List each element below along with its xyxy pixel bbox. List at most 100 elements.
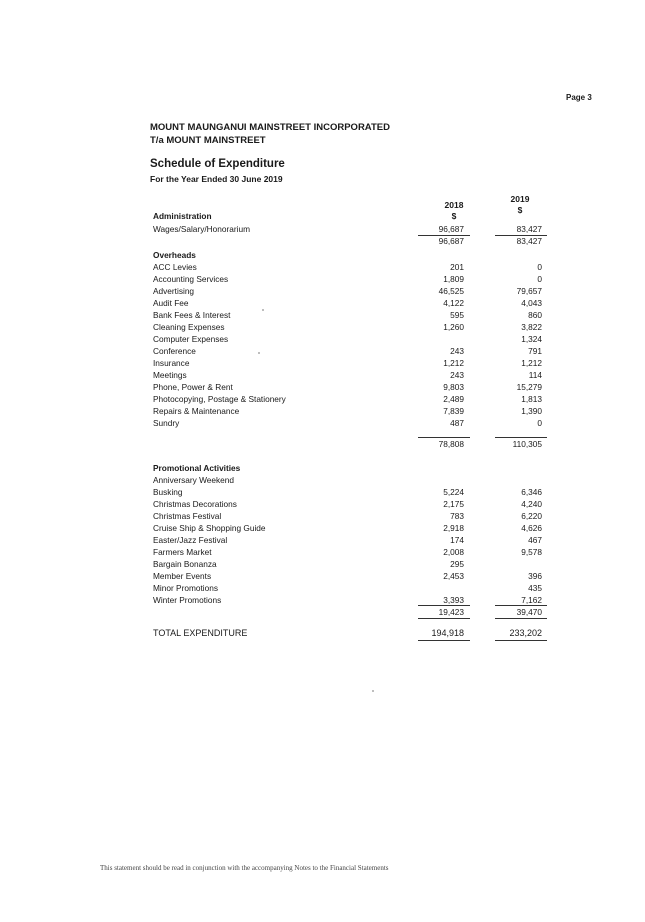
section-heading-administration: Administration <box>0 210 645 222</box>
total-label: TOTAL EXPENDITURE <box>153 628 248 638</box>
organisation-name: MOUNT MAUNGANUI MAINSTREET INCORPORATED <box>150 122 390 133</box>
column-unit-2019: $ <box>517 205 523 215</box>
value-2018: 3,393 <box>443 595 464 605</box>
scan-speck <box>372 690 374 692</box>
column-unit-2018: $ <box>451 211 457 221</box>
table-row: Cleaning Expenses 1,260 3,822 <box>0 321 645 333</box>
table-row: Farmers Market 2,008 9,578 <box>0 546 645 558</box>
organisation-header: MOUNT MAUNGANUI MAINSTREET INCORPORATED … <box>150 121 390 147</box>
value-2018: 5,224 <box>443 487 464 497</box>
scan-speck <box>262 309 264 311</box>
section-heading-label: Promotional Activities <box>153 463 241 473</box>
subtotal-row-administration: 96,687 83,427 <box>0 235 645 247</box>
rule-line <box>495 640 547 641</box>
rule-line <box>418 640 470 641</box>
total-2019: 233,202 <box>509 628 542 638</box>
row-label: Computer Expenses <box>153 334 229 344</box>
value-2019: 6,220 <box>521 511 542 521</box>
value-2019: 3,822 <box>521 322 542 332</box>
value-2019: 15,279 <box>516 382 542 392</box>
column-year-2018: 2018 <box>444 200 464 210</box>
subtotal-2019: 39,470 <box>516 607 542 617</box>
row-label: Sundry <box>153 418 180 428</box>
table-row: ACC Levies 201 0 <box>0 261 645 273</box>
row-label: ACC Levies <box>153 262 197 272</box>
value-2019: 83,427 <box>516 224 542 234</box>
value-2019: 9,578 <box>521 547 542 557</box>
row-label: Farmers Market <box>153 547 212 557</box>
row-label: Busking <box>153 487 183 497</box>
table-row: Member Events 2,453 396 <box>0 570 645 582</box>
page-number: Page 3 <box>566 93 592 102</box>
value-2018: 4,122 <box>443 298 464 308</box>
row-label: Easter/Jazz Festival <box>153 535 228 545</box>
value-2018: 243 <box>450 370 464 380</box>
value-2018: 487 <box>450 418 464 428</box>
value-2018: 2,453 <box>443 571 464 581</box>
subtotal-2019: 110,305 <box>512 439 542 449</box>
table-row: Wages/Salary/Honorarium 96,687 83,427 <box>0 223 645 235</box>
value-2019: 1,813 <box>521 394 542 404</box>
section-heading-overheads: Overheads <box>0 249 645 261</box>
table-row: Cruise Ship & Shopping Guide 2,918 4,626 <box>0 522 645 534</box>
subtotal-2018: 19,423 <box>438 607 464 617</box>
value-2019: 4,626 <box>521 523 542 533</box>
row-label: Phone, Power & Rent <box>153 382 233 392</box>
section-heading-promotional: Promotional Activities <box>0 462 645 474</box>
value-2019: 1,390 <box>521 406 542 416</box>
value-2018: 2,008 <box>443 547 464 557</box>
rule-line <box>495 605 547 606</box>
subtotal-row-overheads: 78,808 110,305 <box>0 438 645 450</box>
value-2019: 396 <box>528 571 542 581</box>
row-label: Bargain Bonanza <box>153 559 217 569</box>
row-label: Photocopying, Postage & Stationery <box>153 394 286 404</box>
subtotal-2018: 78,808 <box>438 439 464 449</box>
value-2018: 1,260 <box>443 322 464 332</box>
total-2018: 194,918 <box>431 628 464 638</box>
row-label: Insurance <box>153 358 190 368</box>
value-2018: 783 <box>450 511 464 521</box>
row-label: Christmas Decorations <box>153 499 237 509</box>
value-2019: 0 <box>537 262 542 272</box>
row-label: Cruise Ship & Shopping Guide <box>153 523 266 533</box>
trading-as: T/a MOUNT MAINSTREET <box>150 135 266 146</box>
column-header-2019: 2019 $ <box>495 194 545 216</box>
value-2018: 2,918 <box>443 523 464 533</box>
value-2019: 0 <box>537 274 542 284</box>
row-label: Minor Promotions <box>153 583 219 593</box>
table-row: Phone, Power & Rent 9,803 15,279 <box>0 381 645 393</box>
schedule-subtitle: For the Year Ended 30 June 2019 <box>150 174 283 184</box>
column-year-2019: 2019 <box>510 194 530 204</box>
row-label: Conference <box>153 346 196 356</box>
value-2018: 174 <box>450 535 464 545</box>
value-2018: 2,175 <box>443 499 464 509</box>
row-label: Cleaning Expenses <box>153 322 225 332</box>
table-row: Anniversary Weekend <box>0 474 645 486</box>
row-label: Meetings <box>153 370 187 380</box>
row-label: Member Events <box>153 571 212 581</box>
row-label: Bank Fees & Interest <box>153 310 231 320</box>
value-2018: 9,803 <box>443 382 464 392</box>
row-label: Repairs & Maintenance <box>153 406 240 416</box>
value-2018: 201 <box>450 262 464 272</box>
scan-speck <box>258 352 260 354</box>
section-heading-label: Administration <box>153 211 212 221</box>
footer-note: This statement should be read in conjunc… <box>100 864 389 872</box>
column-header-2018: 2018 $ <box>429 200 479 222</box>
subtotal-2018: 96,687 <box>438 236 464 246</box>
